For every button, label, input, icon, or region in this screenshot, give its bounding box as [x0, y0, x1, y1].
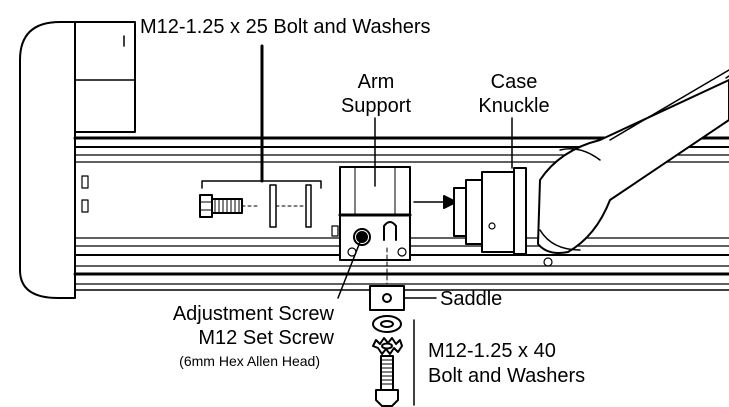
insert-arrow [413, 195, 457, 209]
label-bottom-bolt-2: Bolt and Washers [428, 365, 585, 387]
label-hex-note: (6mm Hex Allen Head) [179, 353, 320, 369]
label-set-screw: M12 Set Screw [198, 327, 334, 349]
label-case-knuckle-2: Knuckle [478, 95, 549, 117]
monitor-arm [537, 69, 729, 267]
case-knuckle [453, 117, 527, 255]
label-bottom-bolt-1: M12-1.25 x 40 [428, 340, 556, 362]
label-saddle: Saddle [440, 288, 502, 310]
saddle-assembly [369, 247, 437, 407]
top-bolt-assembly [199, 184, 312, 228]
adjustment-screw-leader [337, 236, 363, 299]
housing-end-cap [19, 21, 136, 299]
label-arm-support-1: Arm [358, 71, 395, 93]
arm-support [331, 117, 412, 261]
label-adjustment-screw: Adjustment Screw [173, 303, 335, 325]
top-bolt-callout [123, 35, 322, 189]
label-arm-support-2: Support [341, 95, 411, 117]
label-case-knuckle-1: Case [491, 71, 538, 93]
label-top-bolt: M12-1.25 x 25 Bolt and Washers [140, 16, 431, 38]
